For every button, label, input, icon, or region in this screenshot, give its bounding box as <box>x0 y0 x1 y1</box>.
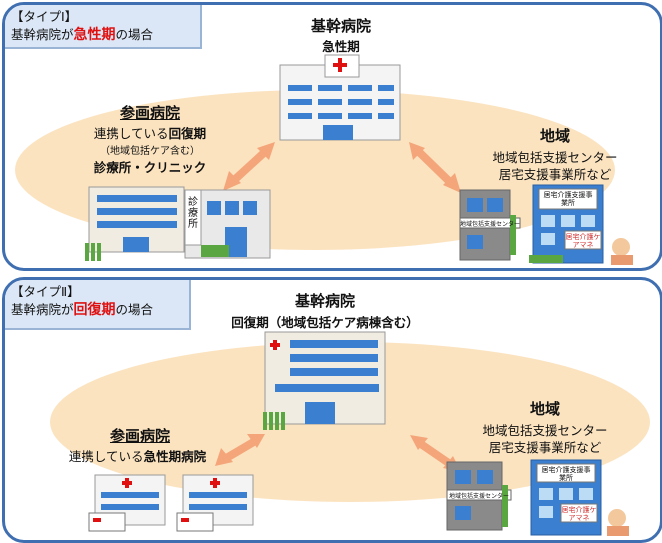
double-arrow-left-icon <box>215 434 265 466</box>
care-office-icon <box>530 459 629 536</box>
core-hospital-subtitle: 回復期（地域包括ケア病棟含む） <box>231 315 419 330</box>
tag-caption-em: 回復期 <box>73 302 116 318</box>
participating-line2: （地域包括ケア含む） <box>100 146 200 157</box>
type1-tag: 【タイプⅠ】 基幹病院が急性期の場合 <box>5 5 202 49</box>
care-office-sign: 居宅介護支援事業所 <box>541 466 591 482</box>
type2-tag-caption: 基幹病院が回復期の場合 <box>11 301 183 319</box>
type1-panel: 【タイプⅠ】 基幹病院が急性期の場合 基幹病院 急性期 参画病院 連携している回… <box>2 2 662 271</box>
core-hospital-title: 基幹病院 <box>310 17 371 35</box>
type2-tag-title: 【タイプⅡ】 <box>11 284 80 299</box>
community-line1: 地域包括支援センター <box>492 150 618 165</box>
participating-hospital-title: 参画病院 <box>119 104 180 122</box>
community-center-icon <box>459 189 521 261</box>
participating-line1-em: 回復期 <box>168 126 207 141</box>
community-line2: 居宅支援事業所など <box>498 167 612 182</box>
core-hospital-icon <box>279 54 401 141</box>
tag-caption-em: 急性期 <box>73 27 116 43</box>
double-arrow-left-icon <box>223 142 275 191</box>
type1-illustration <box>15 54 633 265</box>
type2-panel: 【タイプⅡ】 基幹病院が回復期の場合 基幹病院 回復期（地域包括ケア病棟含む） … <box>2 277 662 543</box>
care-manager-sign: 居宅介護ケアマネ <box>561 506 597 522</box>
participating-hospital-title: 参画病院 <box>109 427 170 445</box>
core-hospital-icon <box>263 331 386 430</box>
participating-hospital-icon <box>85 186 185 261</box>
community-line2: 居宅支援事業所など <box>488 440 602 455</box>
community-title: 地域 <box>539 127 570 145</box>
participating-line1-em: 急性期病院 <box>143 449 207 464</box>
clinic-sign: 診療所 <box>188 197 198 230</box>
tag-caption-post: の場合 <box>115 302 154 317</box>
community-center-sign: 地域包括支援センター <box>448 493 509 500</box>
core-hospital-title: 基幹病院 <box>294 292 355 310</box>
tag-caption-pre: 基幹病院が <box>11 27 74 42</box>
care-office-icon <box>529 184 633 265</box>
type1-tag-title: 【タイプⅠ】 <box>11 9 78 24</box>
clinic-icon <box>184 189 271 259</box>
type2-illustration <box>50 331 650 536</box>
double-arrow-right-icon <box>409 142 461 193</box>
acute-hospital-icon <box>176 474 254 532</box>
care-manager-sign: 居宅介護ケアマネ <box>565 233 601 249</box>
tag-caption-post: の場合 <box>115 27 154 42</box>
core-hospital-subtitle: 急性期 <box>322 39 360 54</box>
tag-caption-pre: 基幹病院が <box>11 302 74 317</box>
community-center-sign: 地域包括支援センター <box>460 221 521 228</box>
participating-line1: 連携している急性期病院 <box>45 446 230 465</box>
care-office-sign: 居宅介護支援事業所 <box>543 191 593 207</box>
participating-line1-pre: 連携している <box>68 449 144 464</box>
community-center-icon <box>446 461 512 531</box>
type2-tag: 【タイプⅡ】 基幹病院が回復期の場合 <box>5 280 191 330</box>
acute-hospital-icon <box>88 474 166 532</box>
type1-tag-caption: 基幹病院が急性期の場合 <box>11 26 194 44</box>
participating-line3: 診療所・クリニック <box>93 160 207 175</box>
community-title: 地域 <box>529 400 560 418</box>
participating-line1: 連携している回復期 <box>65 123 235 142</box>
participating-line1-pre: 連携している <box>93 126 169 141</box>
community-line1: 地域包括支援センター <box>482 423 608 438</box>
